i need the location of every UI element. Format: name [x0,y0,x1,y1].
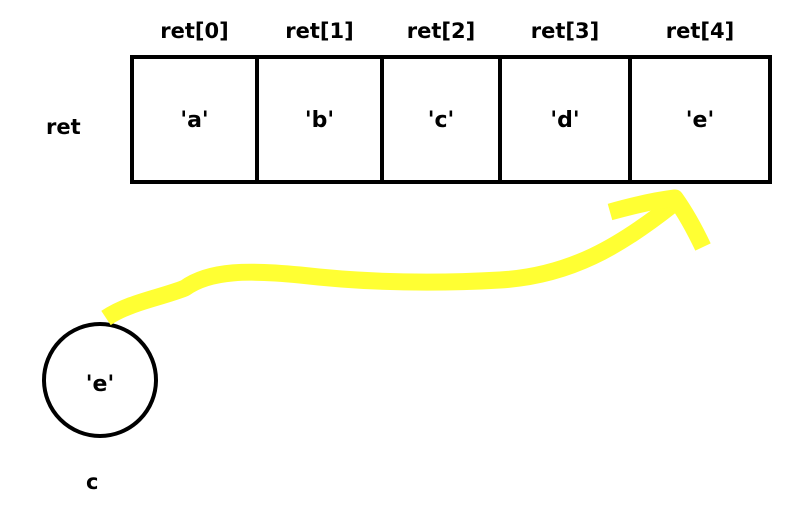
index-label-0: ret[0] [160,19,229,43]
variable-name-label: c [86,470,99,494]
index-label-4: ret[4] [665,19,735,43]
cell-value-1: 'b' [304,108,335,133]
cell-value-3: 'd' [550,108,580,133]
cell-value-0: 'a' [180,108,209,133]
array-box [130,55,772,184]
variable-circle [42,322,158,438]
variable-value: 'e' [85,372,115,397]
assignment-arrow [101,198,678,326]
index-label-3: ret[3] [530,19,600,43]
cell-value-4: 'e' [685,108,715,133]
cell-value-2: 'c' [427,108,455,133]
arrow-head-icon [607,189,711,251]
array-name-label: ret [46,115,81,139]
index-label-1: ret[1] [285,19,354,43]
index-label-2: ret[2] [406,19,476,43]
